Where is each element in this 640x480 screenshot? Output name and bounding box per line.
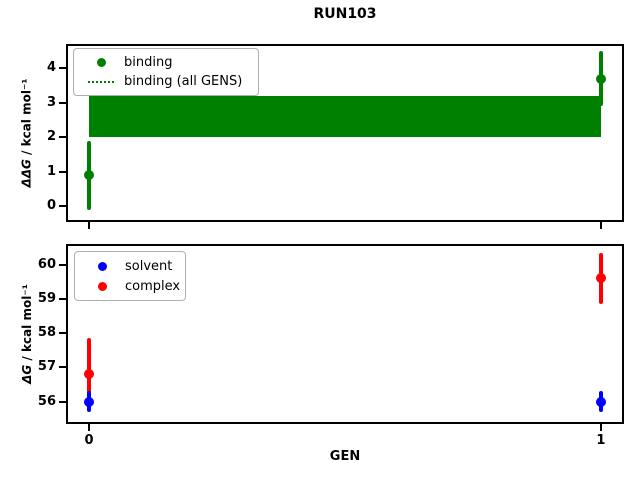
- legend-item-solvent: solvent: [87, 257, 175, 275]
- binding-marker-icon: [96, 58, 106, 67]
- legend-item-binding: binding: [86, 54, 248, 71]
- y-tick-label: 56: [37, 393, 56, 409]
- y-tick-mark: [59, 101, 66, 104]
- x-tick-mark: [88, 222, 91, 229]
- top-legend: binding binding (all GENS): [73, 48, 259, 96]
- all-gens-confidence-band: [89, 95, 601, 138]
- legend-label: complex: [125, 278, 181, 294]
- legend-glyph: [86, 58, 116, 67]
- ylabel-symbol: ΔΔG: [20, 159, 35, 188]
- binding-data-point: [84, 170, 95, 181]
- top-y-axis-label: ΔΔG / kcal mol⁻¹: [14, 44, 40, 222]
- y-tick-mark: [59, 67, 66, 70]
- bottom-y-axis-label: ΔG / kcal mol⁻¹: [14, 244, 40, 424]
- legend-item-binding-all-gens: binding (all GENS): [86, 73, 248, 90]
- complex-data-point: [595, 273, 606, 284]
- y-tick-label: 1: [46, 163, 56, 179]
- y-tick-label: 2: [46, 129, 56, 145]
- y-tick-mark: [59, 400, 66, 403]
- y-tick-label: 60: [37, 256, 56, 272]
- y-tick-label: 4: [46, 60, 56, 76]
- y-tick-label: 57: [37, 359, 56, 375]
- bottom-legend: solvent complex: [74, 251, 186, 301]
- x-tick-label: 0: [84, 433, 94, 448]
- complex-marker-icon: [97, 281, 107, 291]
- x-tick-label: 1: [596, 433, 606, 448]
- y-tick-label: 0: [46, 198, 56, 214]
- legend-glyph: [87, 281, 117, 291]
- y-tick-mark: [59, 205, 66, 208]
- x-tick-mark: [599, 222, 602, 229]
- legend-glyph: [87, 261, 117, 271]
- top-axes-border: [66, 44, 624, 222]
- bottom-axes-border: [66, 244, 624, 424]
- x-tick-mark: [599, 424, 602, 431]
- legend-glyph: [86, 80, 116, 83]
- complex-data-point: [84, 369, 95, 380]
- x-axis-label: GEN: [329, 449, 361, 464]
- y-tick-label: 58: [37, 325, 56, 341]
- y-tick-label: 59: [37, 290, 56, 306]
- chart-title: RUN103: [313, 6, 377, 22]
- y-tick-label: 3: [46, 94, 56, 110]
- y-tick-mark: [59, 136, 66, 139]
- legend-label: binding: [124, 55, 173, 70]
- y-tick-mark: [59, 263, 66, 266]
- dotted-line-icon: [88, 80, 114, 83]
- y-tick-mark: [59, 170, 66, 173]
- binding-data-point: [595, 73, 606, 84]
- x-tick-mark: [88, 424, 91, 431]
- legend-label: binding (all GENS): [124, 74, 243, 89]
- ylabel-units: / kcal mol⁻¹: [20, 78, 35, 160]
- solvent-data-point: [595, 396, 606, 407]
- y-tick-mark: [59, 297, 66, 300]
- solvent-data-point: [84, 396, 95, 407]
- ylabel-units: / kcal mol⁻¹: [20, 284, 34, 365]
- solvent-marker-icon: [97, 261, 107, 271]
- y-tick-mark: [59, 366, 66, 369]
- legend-label: solvent: [125, 258, 173, 274]
- legend-item-complex: complex: [87, 277, 180, 295]
- ylabel-symbol: ΔG: [20, 364, 34, 384]
- y-tick-mark: [59, 332, 66, 335]
